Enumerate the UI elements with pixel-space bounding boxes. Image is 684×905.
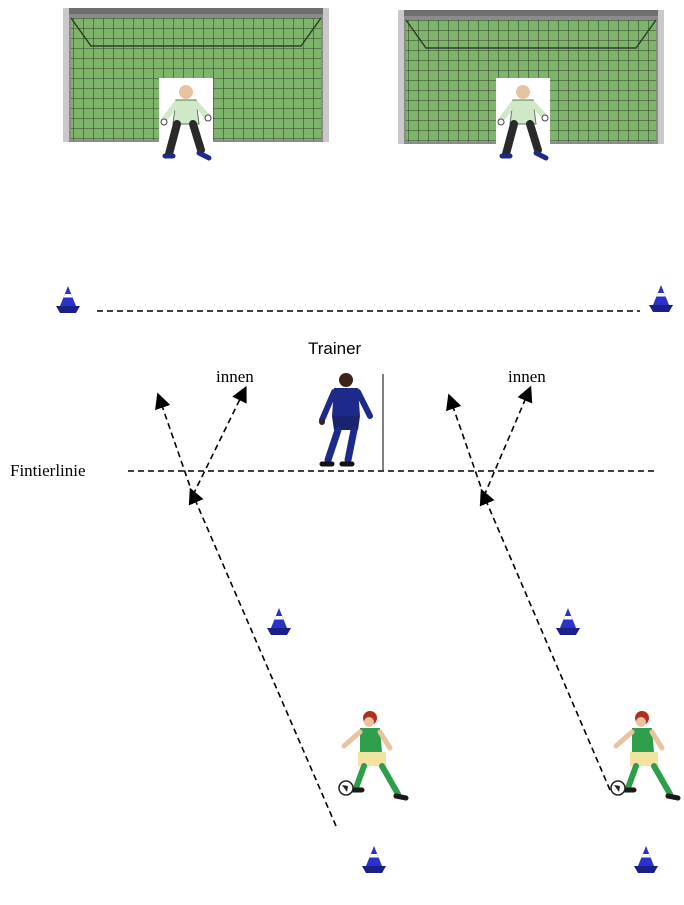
trainer-label: Trainer <box>308 339 362 358</box>
training-cone-icon-top-left <box>56 286 80 313</box>
fint-line-label: Fintierlinie <box>10 461 86 480</box>
feint-outer-right <box>446 393 485 497</box>
dribbling-player-icon-right <box>611 711 678 798</box>
inside-label-right: innen <box>508 367 546 386</box>
training-cone-icon-top-right <box>649 285 673 312</box>
training-cone-icon-mid-right <box>556 608 580 635</box>
trainer-figure-icon <box>319 373 370 464</box>
dribbling-player-icon-left <box>339 711 406 798</box>
goalkeeper-icon-right <box>496 78 550 162</box>
training-cone-icon-bottom-right <box>634 846 658 873</box>
inside-label-left: innen <box>216 367 254 386</box>
training-cone-icon-bottom-left <box>362 846 386 873</box>
feint-outer-left <box>155 392 194 496</box>
training-cone-icon-mid-left <box>267 608 291 635</box>
run-path-right <box>479 488 611 791</box>
feint-inner-right <box>483 385 533 497</box>
goalkeeper-icon-left <box>159 78 213 162</box>
feint-inner-left <box>192 385 247 496</box>
run-path-left <box>188 487 337 827</box>
